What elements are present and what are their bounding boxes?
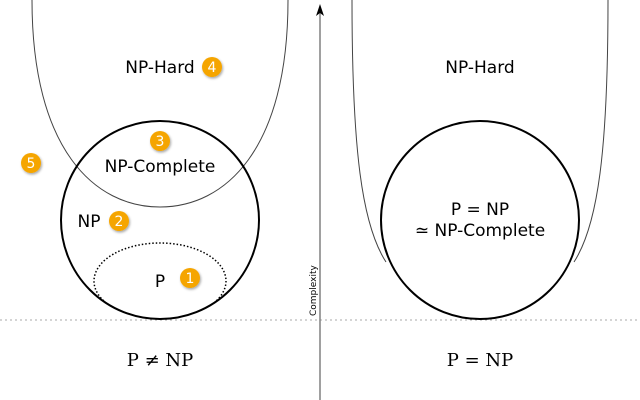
left-p-label: P	[155, 272, 165, 292]
left-np-hard-label: NP-Hard	[125, 58, 194, 78]
badge-2-number: 2	[115, 214, 124, 230]
axis-label: Complexity	[309, 264, 319, 316]
badge-4-number: 4	[208, 60, 217, 76]
right-merged-circle	[380, 120, 580, 320]
badge-3	[150, 131, 170, 151]
badge-5	[21, 153, 41, 173]
left-p-ellipse	[93, 242, 227, 319]
badge-2	[109, 211, 129, 231]
left-np-circle	[60, 120, 260, 320]
badge-1-number: 1	[186, 271, 195, 287]
badge-1	[180, 268, 200, 288]
left-np-complete-label: NP-Complete	[105, 157, 216, 177]
right-caption: P = NP	[447, 350, 514, 371]
left-np-label: NP	[78, 212, 101, 232]
badge-5-number: 5	[27, 156, 36, 172]
badge-4	[202, 57, 222, 77]
left-caption: P ≠ NP	[127, 350, 194, 371]
badge-3-number: 3	[156, 134, 165, 150]
right-merged-label-2: ≃ NP-Complete	[415, 221, 545, 241]
right-np-hard-region	[351, 0, 609, 263]
right-np-hard-label: NP-Hard	[445, 58, 514, 78]
right-merged-label-1: P = NP	[451, 200, 509, 220]
axis-arrow-icon	[316, 4, 324, 16]
left-np-hard-region	[31, 0, 289, 208]
